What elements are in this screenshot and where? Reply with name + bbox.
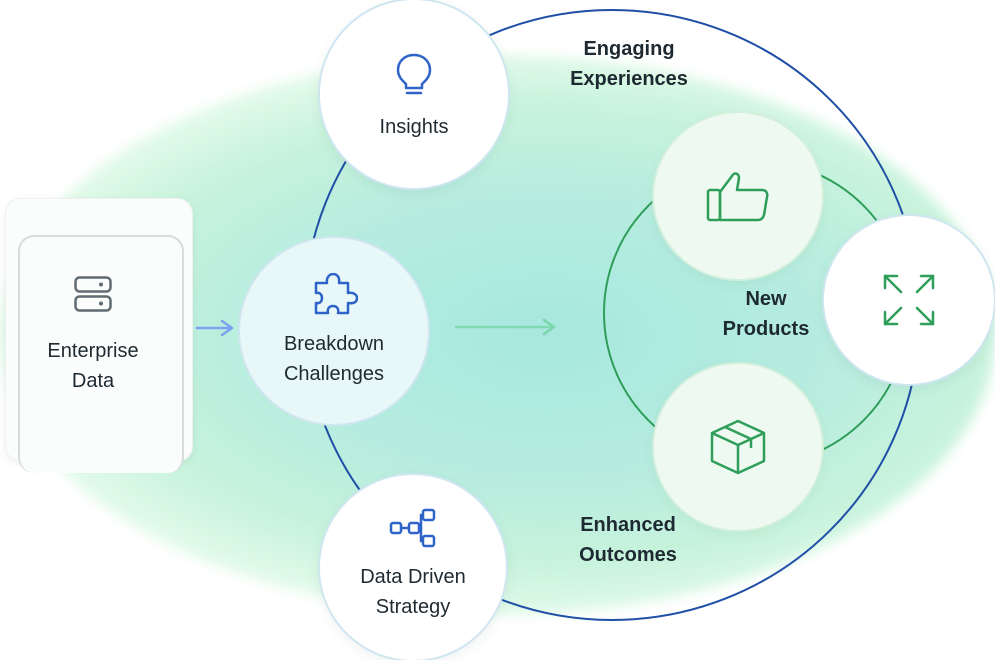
data-driven-strategy-node: Data Driven Strategy: [320, 475, 506, 660]
arrow-to-breakdown: [196, 319, 234, 337]
engaging-experiences-label: Engaging Experiences: [570, 38, 688, 90]
expand-icon: [883, 274, 935, 326]
insights-node: Insights: [320, 0, 508, 188]
data-driven-strategy-label: Data Driven Strategy: [360, 565, 466, 618]
new-products-label: New Products: [722, 288, 810, 340]
enhanced-outcomes-label: Enhanced Outcomes: [579, 514, 677, 566]
box-node: [654, 364, 822, 530]
lightbulb-icon: [394, 52, 434, 98]
arrow-to-outcomes: [455, 318, 556, 336]
server-icon: [74, 276, 112, 312]
breakdown-challenges-label: Breakdown Challenges: [283, 333, 385, 385]
breakdown-challenges-node: Breakdown Challenges: [240, 238, 428, 424]
enterprise-data-card-inner: [18, 235, 184, 473]
flowchart-icon: [389, 508, 437, 548]
thumbs-up-icon: [706, 168, 770, 224]
insights-label: Insights: [379, 116, 449, 138]
thumbs-up-node: [654, 113, 822, 279]
expand-node: [824, 216, 994, 384]
enterprise-data-label: Enterprise Data: [47, 340, 139, 392]
box-icon: [709, 418, 767, 476]
puzzle-icon: [310, 273, 358, 317]
